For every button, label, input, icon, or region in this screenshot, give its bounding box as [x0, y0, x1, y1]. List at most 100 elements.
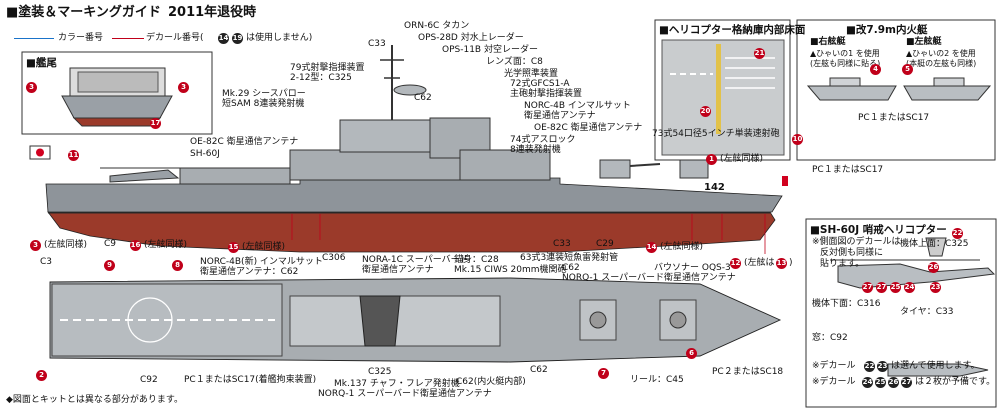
heli-note-decal-26: 26 — [888, 377, 899, 388]
hangar-panel-title: ■ヘリコプター格納庫内部床面 — [659, 24, 806, 36]
top-decal-9: 9 — [104, 260, 115, 271]
stern-panel-title: ■艦尾 — [26, 57, 57, 69]
label-asroc-1: 74式アスロック — [510, 135, 576, 145]
heli-note-decal-22: 22 — [864, 361, 875, 372]
retirement-year: 2011年退役時 — [168, 5, 257, 20]
sh60j-drawings — [830, 237, 996, 377]
label-ops28d: OPS-28D 対水上レーダー — [418, 33, 524, 43]
label-anchor: 錨身：C28 — [454, 255, 499, 265]
heli-decal-22: 22 — [952, 228, 963, 239]
boat-panel-title: ■改7.9m内火艇 — [846, 24, 928, 36]
heli-top-color: 機体上面：C325 — [900, 239, 969, 249]
heli-decal-27-b: 27 — [876, 282, 887, 293]
heli-note-1: ※側面図のデカールは — [812, 237, 901, 247]
decal-number-19: 19 — [232, 33, 243, 44]
heli-decal-note-1: ※デカール — [812, 361, 856, 371]
top-decal-7: 7 — [598, 368, 609, 379]
label-c33-mast: C33 — [368, 39, 386, 49]
footer-note: ◆図面とキットとは異なる部分があります。 — [6, 395, 184, 405]
label-ops11b: OPS-11B 対空レーダー — [442, 45, 538, 55]
label-norq1-top: NORQ-1 スーパーバード衛星通信アンテナ — [562, 273, 736, 283]
label-c29: C29 — [596, 239, 614, 249]
heli-decal-26: 26 — [928, 262, 939, 273]
label-norc4b-new-2: 衛星通信アンテナ：C62 — [200, 267, 299, 277]
label-c3: C3 — [40, 257, 53, 267]
label-norc4b-2: 衛星通信アンテナ — [524, 111, 596, 121]
boat-decal-4: 4 — [870, 64, 881, 75]
label-oe82c-left: OE-82C 衛星通信アンテナ — [190, 137, 299, 147]
top-decal-2: 2 — [36, 370, 47, 381]
guide-title: ■塗装＆マーキングガイド — [6, 5, 161, 20]
starboard-boat-note-2: (左舷も同様に貼る) — [810, 59, 881, 68]
ship-top-view — [49, 277, 782, 363]
label-mk137: Mk.137 チャフ・フレア発射機 — [334, 379, 460, 389]
label-norc4b-1: NORC-4B インマルサット — [524, 101, 631, 111]
hangar-floor-drawing — [661, 39, 785, 156]
starboard-boat-note-1: ▲ひゃいの1 を使用 — [810, 49, 880, 58]
label-c62-top: C62 — [562, 263, 580, 273]
color-legend-label: カラー番号 — [58, 33, 104, 43]
side-decal-14-note: (左舷同様) — [660, 242, 704, 252]
heli-decal-27-a: 27 — [862, 282, 873, 293]
decal-legend-label: デカール番号( — [146, 33, 204, 43]
label-c325-top: C325 — [368, 367, 392, 377]
color-legend-line — [14, 38, 54, 39]
heli-decal-note-1b: は選んで使用します。 — [891, 361, 980, 371]
side-decal-14: 14 — [646, 242, 657, 253]
label-pc2: PC２またはSC18 — [712, 367, 784, 377]
side-decal-16: 16 — [130, 240, 141, 251]
starboard-boat-title: ■右舷艇 — [810, 37, 846, 47]
label-pc-top: PC１またはSC17(着艦拘束装置) — [184, 375, 317, 385]
label-mk29-2: 短SAM 8連装発射機 — [222, 99, 305, 109]
label-c306: C306 — [322, 253, 346, 263]
decal-number-14: 14 — [218, 33, 229, 44]
label-optical-sight: 光学照準装置 — [504, 69, 559, 79]
side-decal-13: 13 — [776, 258, 787, 269]
heli-note-decal-27: 27 — [901, 377, 912, 388]
heli-panel-title: ■SH-60J 哨戒ヘリコプター — [810, 224, 947, 236]
side-decal-15: 15 — [228, 242, 239, 253]
side-decal-12: 12 — [730, 258, 741, 269]
label-79fcs-2: 2-12型：C325 — [290, 73, 352, 83]
label-gfcs-1: 72式GFCS1-A — [510, 79, 570, 89]
label-sh60j-side: SH-60J — [190, 149, 220, 159]
heli-decal-23: 23 — [930, 282, 941, 293]
port-boat-note-1: ▲ひゃいの2 を使用 — [906, 49, 976, 58]
stern-decal-17: 17 — [150, 118, 161, 129]
label-c92: C92 — [140, 375, 158, 385]
heli-note-decal-25: 25 — [875, 377, 886, 388]
hull-number: 142 — [704, 182, 725, 193]
heli-decal-note-2b: は２枚が予備です。 — [915, 377, 996, 387]
top-decal-8: 8 — [172, 260, 183, 271]
heli-note-2: 反対側も同様に — [820, 248, 884, 258]
label-oe82c-right: OE-82C 衛星通信アンテナ — [534, 123, 643, 133]
side-decal-3: 3 — [30, 240, 41, 251]
hangar-decal-21: 21 — [754, 48, 765, 59]
side-decal-16-note: (左舷同様) — [144, 240, 188, 250]
label-c62-side: C62 — [414, 93, 432, 103]
heli-window-color: 窓：C92 — [812, 333, 848, 343]
heli-tire-color: タイヤ：C33 — [900, 307, 954, 317]
label-nora1c-1: NORA-1C スーパーバード — [362, 255, 469, 265]
label-5inch-gun: 73式54口径5インチ単装速射砲 — [652, 129, 780, 139]
boat-decal-5: 5 — [902, 64, 913, 75]
heli-decal-25: 25 — [890, 282, 901, 293]
port-boat-title: ■左舷艇 — [906, 37, 942, 47]
decal-legend-tail: は使用しません) — [246, 33, 313, 43]
label-c9: C9 — [104, 239, 117, 249]
port-boat-note-2: (本艇の左舷も同様) — [906, 59, 977, 68]
label-orn6c: ORN-6C タカン — [404, 21, 470, 31]
heli-note-decal-23: 23 — [877, 361, 888, 372]
stern-view-drawing — [61, 67, 173, 127]
label-mk29-1: Mk.29 シースパロー — [222, 89, 306, 99]
side-decal-11: 11 — [68, 150, 79, 161]
side-decal-1-note: (左舷同様) — [720, 154, 764, 164]
heli-note-3: 貼ります。 — [820, 259, 865, 269]
label-asroc-2: 8連装発射機 — [510, 145, 561, 155]
decal-legend-line — [112, 38, 144, 39]
heli-decal-24: 24 — [904, 282, 915, 293]
label-torpedo: 63式3連装短魚雷発射管 — [520, 253, 619, 263]
side-decal-13-note: ) — [789, 258, 793, 268]
heli-note-decal-24: 24 — [862, 377, 873, 388]
label-gfcs-2: 主砲射撃指揮装置 — [510, 89, 583, 99]
